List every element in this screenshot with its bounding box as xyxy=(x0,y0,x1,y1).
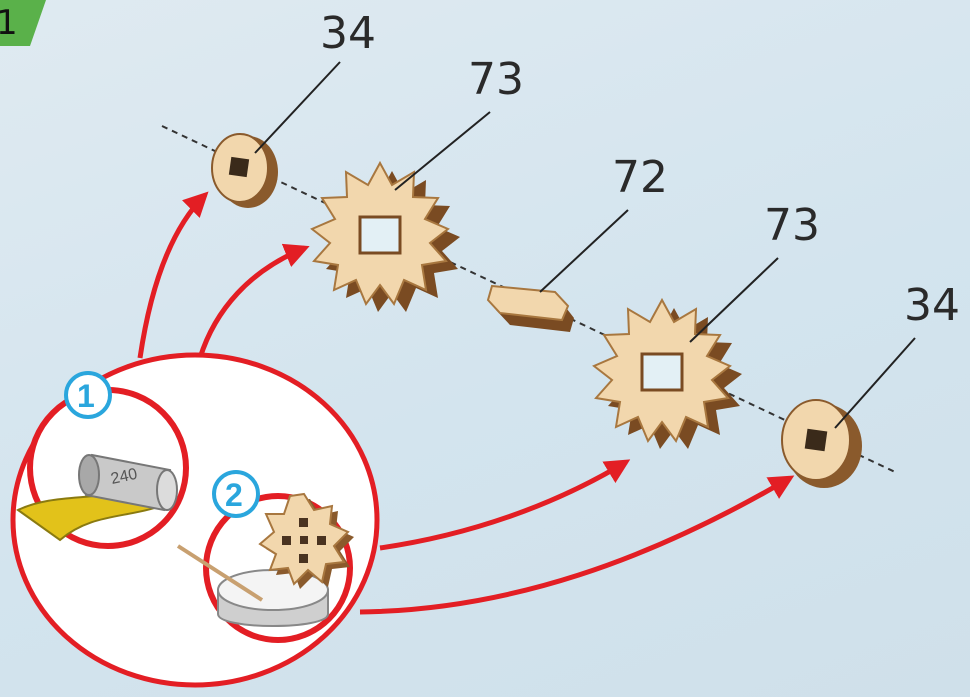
sanding-roll: 240 xyxy=(78,453,178,512)
part-label-34-left: 34 xyxy=(320,8,376,59)
arrow-to-gear-73-left xyxy=(197,243,310,359)
sub-step-2-number: 2 xyxy=(225,477,243,513)
wax-icon xyxy=(217,569,329,627)
sub-step-1-number: 1 xyxy=(77,378,95,414)
arrow-to-gear-73-right xyxy=(379,459,631,551)
arrows xyxy=(137,191,795,615)
sub-step-sanding: 240 1 xyxy=(16,371,189,549)
applicator-stick xyxy=(176,544,264,602)
gear-part-73-left xyxy=(311,162,460,312)
spacer-part-34-left xyxy=(211,133,278,208)
link-part-72 xyxy=(486,284,574,332)
spacer-part-34-right xyxy=(781,399,862,488)
arrow-to-spacer-34-right xyxy=(359,475,795,615)
part-label-34-right: 34 xyxy=(904,280,960,331)
sub-step-waxing: 2 xyxy=(176,470,354,643)
part-label-73-right: 73 xyxy=(764,200,820,251)
axle-line xyxy=(161,125,896,473)
part-label-73-left: 73 xyxy=(468,54,524,105)
part-label-72: 72 xyxy=(612,152,668,203)
leader-lines xyxy=(254,61,916,429)
sub-step-1-badge xyxy=(64,371,112,419)
grit-label: 240 xyxy=(109,466,139,488)
step-number: 1 xyxy=(0,3,18,43)
arrow-to-spacer-34-left xyxy=(137,191,209,359)
sub-step-2-badge xyxy=(212,470,260,518)
preparation-callout: 240 1 2 xyxy=(10,352,380,688)
gear-part-73-right xyxy=(593,299,742,449)
step-badge: 1 xyxy=(0,0,46,46)
small-gear-icon xyxy=(259,493,354,589)
